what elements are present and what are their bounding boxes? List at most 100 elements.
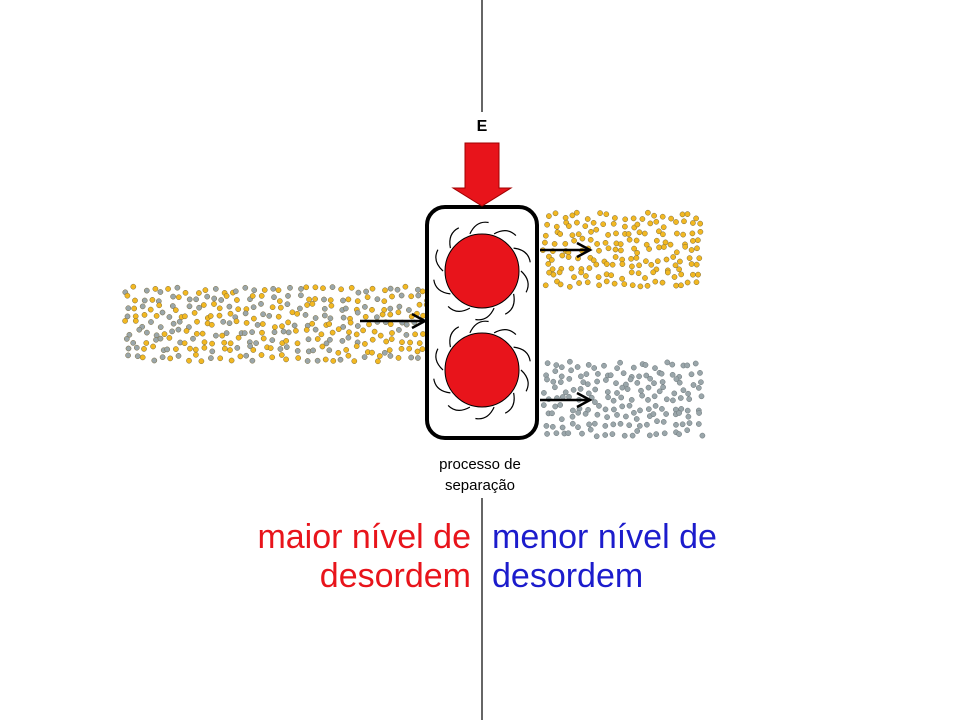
- particle: [594, 378, 600, 385]
- particle: [204, 293, 211, 300]
- particle: [686, 255, 693, 261]
- particle: [369, 306, 375, 313]
- particle: [131, 305, 138, 312]
- particle: [259, 329, 265, 336]
- particle: [573, 209, 580, 216]
- particle: [603, 377, 609, 383]
- high-disorder-caption-line-2: desordem: [319, 557, 471, 595]
- particle: [304, 302, 310, 308]
- process-label-line-2: separação: [444, 477, 516, 494]
- particle: [176, 318, 183, 325]
- particle: [258, 293, 265, 299]
- particle: [570, 407, 576, 414]
- particle: [653, 237, 660, 244]
- particle: [679, 211, 686, 218]
- particle: [399, 339, 405, 346]
- particle: [132, 318, 139, 324]
- particle: [629, 282, 636, 289]
- particle: [269, 304, 276, 311]
- particle: [660, 419, 667, 425]
- particle: [381, 349, 388, 356]
- particle: [379, 311, 386, 318]
- particle: [621, 281, 628, 287]
- particle: [167, 355, 174, 362]
- particle: [374, 314, 380, 321]
- rotor-blade: [504, 392, 515, 414]
- particle: [227, 310, 234, 317]
- particle: [549, 423, 556, 430]
- particle: [633, 237, 640, 244]
- particle: [686, 396, 693, 402]
- particle: [141, 297, 148, 304]
- particle: [369, 349, 375, 356]
- particle: [569, 212, 576, 219]
- particle: [645, 384, 652, 391]
- particle: [660, 384, 666, 391]
- high-disorder-caption-line-1: maior nível de: [257, 518, 471, 556]
- particle: [419, 288, 426, 295]
- particle: [193, 351, 199, 358]
- particle: [676, 410, 682, 416]
- particle: [420, 312, 426, 319]
- particle: [144, 329, 150, 336]
- particle: [139, 354, 146, 361]
- particle: [169, 328, 175, 335]
- particle: [549, 410, 555, 417]
- particle: [603, 271, 610, 278]
- particle: [607, 372, 614, 379]
- particle: [565, 254, 572, 260]
- particle: [302, 312, 309, 318]
- particle: [141, 346, 147, 352]
- particle: [630, 364, 637, 371]
- rotor-blade: [520, 270, 529, 293]
- particle: [623, 413, 629, 420]
- particle: [693, 215, 699, 222]
- particle: [670, 254, 677, 260]
- particle: [553, 223, 560, 230]
- particle: [220, 318, 227, 325]
- particle: [695, 237, 701, 244]
- particle: [125, 345, 132, 352]
- particle: [415, 355, 421, 361]
- rotor-blade: [520, 369, 529, 392]
- particle: [610, 397, 617, 404]
- particle: [278, 352, 285, 358]
- rotor-blade: [493, 230, 517, 237]
- particle: [653, 218, 660, 225]
- particle: [670, 397, 676, 404]
- low-disorder-caption: menor nível de desordem: [492, 518, 792, 596]
- particle: [645, 406, 652, 412]
- particle: [591, 365, 598, 371]
- particle: [568, 367, 574, 374]
- particle: [690, 382, 697, 388]
- particle: [636, 229, 643, 236]
- rotor-blade: [447, 305, 471, 312]
- particle: [191, 310, 198, 316]
- particle: [659, 279, 666, 286]
- particle: [585, 390, 592, 397]
- particle: [659, 379, 666, 385]
- particle: [601, 362, 607, 369]
- particle: [684, 427, 691, 434]
- particle: [386, 347, 393, 353]
- particle: [309, 301, 316, 307]
- particle: [594, 241, 600, 247]
- particle: [690, 271, 696, 278]
- particle: [643, 372, 650, 379]
- particle: [641, 230, 648, 237]
- particle: [166, 335, 173, 341]
- particle: [242, 284, 249, 291]
- particle: [387, 311, 394, 318]
- particle: [395, 309, 402, 316]
- particle: [389, 293, 395, 300]
- particle: [596, 247, 602, 254]
- particle: [258, 352, 265, 358]
- process-label: processo de separação: [405, 454, 555, 496]
- particle: [312, 296, 318, 302]
- particle: [684, 279, 691, 286]
- particle: [552, 368, 559, 374]
- particle: [175, 294, 182, 301]
- particle: [678, 271, 685, 278]
- particle: [592, 399, 598, 405]
- particle: [566, 376, 573, 382]
